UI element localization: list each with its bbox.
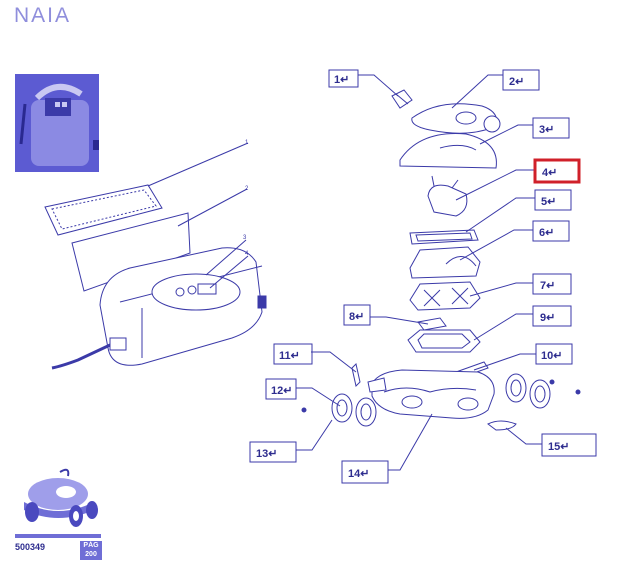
part-label-3: 3↵	[539, 124, 554, 136]
callout-box-12	[265, 378, 297, 400]
part-label-5: 5↵	[541, 196, 556, 208]
part-label-6: 6↵	[539, 227, 554, 239]
part-9-drawing	[407, 329, 481, 353]
part-label-11: 11↵	[279, 350, 300, 362]
callout-box-2	[502, 69, 540, 91]
footer-bar	[15, 534, 101, 538]
product-code: 500349	[15, 542, 46, 552]
filter-grid-part	[44, 142, 249, 236]
callout-box-15	[541, 433, 597, 457]
robot-thumbnail	[14, 466, 102, 532]
left-callout-4: 4	[245, 251, 249, 257]
part-wheels-right	[505, 373, 581, 409]
part-label-12: 12↵	[271, 385, 292, 397]
control-box-body	[51, 239, 267, 370]
part-label-1: 1↵	[334, 74, 349, 86]
part-label-15: 15↵	[548, 441, 569, 453]
part-12-drawing	[301, 393, 377, 427]
page-number: 200	[85, 551, 97, 558]
page-number-badge: PÁG 200	[80, 541, 102, 560]
callout-box-7	[532, 273, 572, 295]
callout-box-9	[532, 305, 572, 327]
part-7-drawing	[409, 281, 481, 311]
part-label-8: 8↵	[349, 311, 364, 323]
part-label-10: 10↵	[541, 350, 562, 362]
page-label: PÁG	[83, 542, 99, 549]
part-11-drawing	[351, 363, 361, 387]
callout-box-13	[249, 441, 297, 463]
part-label-13: 13↵	[256, 448, 277, 460]
part-8-drawing	[417, 317, 447, 331]
callout-box-1	[328, 69, 359, 88]
part-6-drawing	[409, 246, 481, 279]
callout-box-4-highlight	[533, 158, 581, 184]
left-callout-1: 1	[245, 140, 249, 146]
part-14-body	[367, 369, 495, 419]
part-15-drawing	[487, 420, 517, 431]
callout-box-5	[534, 189, 572, 211]
part-5-drawing	[409, 229, 479, 245]
callout-box-8	[343, 304, 371, 326]
left-callout-3: 3	[243, 235, 247, 241]
part-label-4: 4↵	[542, 167, 557, 179]
callout-box-14	[341, 460, 389, 484]
callout-box-6	[532, 220, 570, 242]
part-2-drawing	[411, 103, 501, 134]
part-label-2: 2↵	[509, 76, 524, 88]
left-callout-2: 2	[245, 186, 249, 192]
part-4-drawing	[427, 175, 468, 217]
part-label-9: 9↵	[540, 312, 555, 324]
callout-box-3	[532, 117, 570, 139]
part-label-7: 7↵	[540, 280, 555, 292]
page-title: NAIA	[14, 4, 72, 27]
part-1-drawing	[391, 89, 413, 109]
control-box-photo	[15, 74, 99, 172]
gasket-panel-part	[71, 188, 248, 292]
part-3-drawing	[399, 133, 497, 169]
callout-box-11	[273, 343, 313, 365]
callout-box-10	[535, 343, 573, 365]
part-label-14: 14↵	[348, 468, 369, 480]
